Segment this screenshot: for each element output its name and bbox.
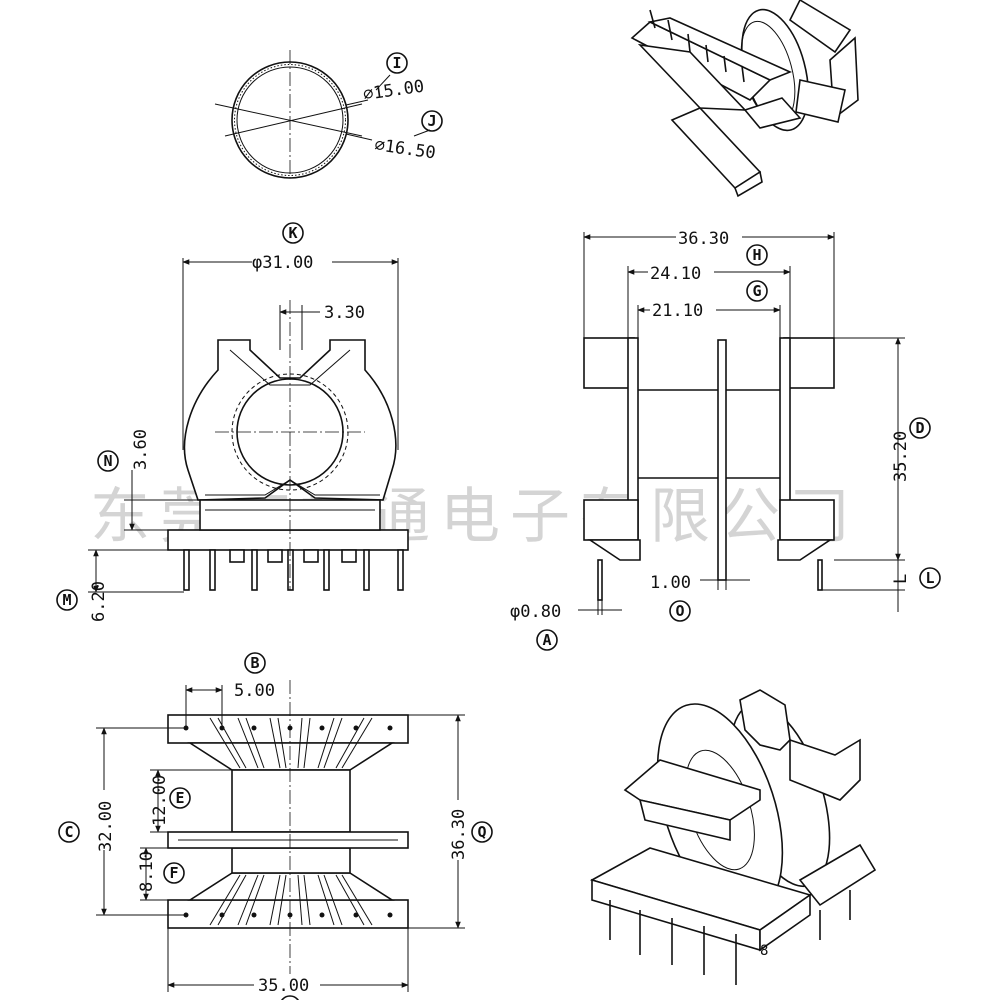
dim-g-width: 21.10 — [652, 301, 703, 321]
svg-text:K: K — [288, 224, 297, 242]
callout-H: H — [746, 244, 768, 266]
dim-flange-diameter: φ31.00 — [252, 253, 313, 273]
dim-outer-diameter: ⌀16.50 — [373, 135, 437, 163]
dim-bottom-width: 35.00 — [258, 976, 309, 996]
front-pins — [183, 549, 404, 591]
dim-l-label: L — [891, 574, 911, 584]
svg-text:H: H — [752, 246, 761, 264]
svg-text:F: F — [169, 864, 178, 882]
dim-h-width: 24.10 — [650, 264, 701, 284]
callout-F: F — [163, 862, 185, 884]
dim-overall-width: 36.30 — [678, 229, 729, 249]
svg-text:J: J — [427, 112, 436, 130]
callout-I: I — [386, 52, 408, 74]
core-section-view — [214, 50, 431, 179]
dim-divider-thickness: 1.00 — [650, 573, 691, 593]
dim-pin-pitch: 5.00 — [234, 681, 275, 701]
callout-M: M — [56, 589, 78, 611]
bobbin-isometric-bottom — [589, 689, 877, 985]
callout-J: J — [421, 110, 443, 132]
bobbin-front-view — [167, 300, 409, 591]
callout-E: E — [169, 787, 191, 809]
svg-text:C: C — [64, 823, 73, 841]
svg-text:I: I — [392, 54, 401, 72]
callout-B: B — [244, 652, 266, 674]
callout-K: K — [282, 222, 304, 244]
callout-G: G — [746, 280, 768, 302]
svg-text:E: E — [175, 789, 184, 807]
dim-slot-width: 3.30 — [324, 303, 365, 323]
dim-overall-height: 35.20 — [891, 431, 911, 482]
callout-C: C — [58, 821, 80, 843]
svg-text:A: A — [542, 631, 551, 649]
dim-n-height: 3.60 — [131, 429, 151, 470]
callout-A: A — [536, 629, 558, 651]
dim-right-depth: 36.30 — [449, 809, 469, 860]
callout-D: D — [909, 417, 931, 439]
svg-text:N: N — [103, 452, 112, 470]
dim-inner-diameter: ⌀15.00 — [362, 77, 426, 105]
svg-text:L: L — [925, 569, 934, 587]
callout-L: L — [919, 567, 941, 589]
bobbin-side-view — [583, 337, 835, 601]
svg-text:G: G — [752, 282, 761, 300]
dim-section-e: 12.00 — [150, 775, 170, 826]
callout-N: N — [97, 450, 119, 472]
bobbin-isometric-top — [630, 0, 859, 198]
bobbin-top-view — [167, 680, 409, 990]
svg-text:B: B — [250, 654, 259, 672]
footer-mark: 8 — [760, 943, 768, 959]
dim-m-height: 6.20 — [89, 581, 109, 622]
dim-section-f: 8.10 — [137, 851, 157, 892]
svg-text:Q: Q — [477, 823, 486, 841]
svg-text:O: O — [675, 602, 684, 620]
callout-Q: Q — [471, 821, 493, 843]
svg-text:D: D — [915, 419, 924, 437]
svg-text:M: M — [62, 591, 71, 609]
callout-partial-bottom — [281, 995, 299, 1000]
dim-overall-depth: 32.00 — [96, 801, 116, 852]
callout-O: O — [669, 600, 691, 622]
dim-pin-diameter: φ0.80 — [510, 602, 561, 622]
